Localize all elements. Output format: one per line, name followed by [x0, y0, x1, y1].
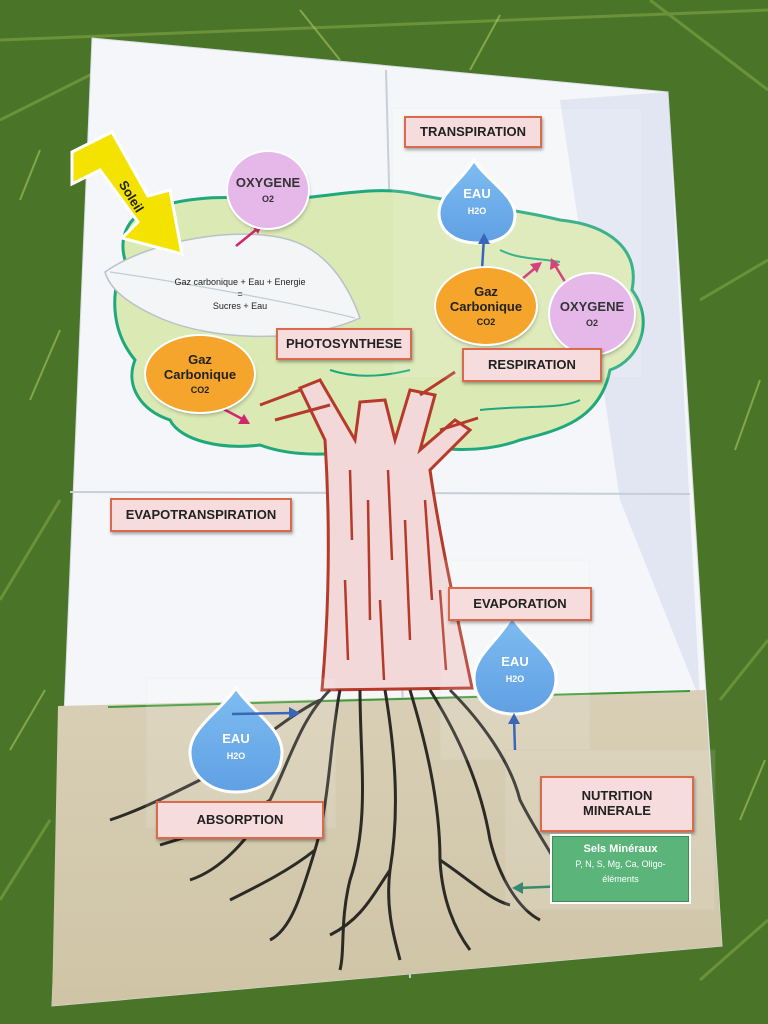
leaf-shape [104, 233, 361, 338]
oxygen-name: OXYGENE [559, 299, 625, 315]
oxygen-formula: O2 [585, 317, 598, 328]
oxygen-formula: O2 [261, 193, 274, 204]
leaf-vein [109, 271, 356, 319]
mineral-salts-title: Sels Minéraux [583, 843, 658, 855]
co2-formula: CO2 [476, 317, 496, 328]
branches [259, 370, 479, 432]
label-respiration: RESPIRATION [462, 348, 602, 382]
water-formula: H2O [467, 206, 487, 216]
tree-trunk [297, 378, 474, 692]
co2-bubble-left: Gaz Carbonique CO2 [146, 336, 254, 412]
oxygen-bubble-right: OXYGENE O2 [550, 274, 634, 354]
trunk-bark-lines [343, 469, 448, 681]
mineral-salts-line1: P, N, S, Mg, Ca, Oligo- [575, 859, 666, 869]
co2-name-line2: Carbonique [449, 298, 523, 314]
mineral-salts-card: Sels Minéraux P, N, S, Mg, Ca, Oligo- él… [552, 836, 689, 902]
label-absorption: ABSORPTION [156, 801, 324, 839]
water-drop-transpiration-icon [437, 157, 517, 245]
label-evapotranspiration: EVAPOTRANSPIRATION [110, 498, 292, 532]
label-nutrition-minerale: NUTRITION MINERALE [540, 776, 694, 832]
arrow-absorption-icon [231, 711, 295, 716]
co2-name-line1: Gaz [188, 351, 212, 367]
formula-line-1: Gaz carbonique + Eau + Energie [174, 277, 306, 287]
water-name: EAU [501, 654, 529, 669]
water-name: EAU [222, 731, 250, 746]
label-transpiration: TRANSPIRATION [404, 116, 542, 148]
water-name: EAU [463, 186, 491, 201]
drop-text-transpiration: EAU H2O [447, 186, 507, 216]
label-nutrition-line2: MINERALE [583, 803, 651, 818]
mineral-salts-line2: éléments [602, 874, 639, 885]
drop-text-absorption: EAU H2O [206, 731, 266, 761]
water-formula: H2O [505, 674, 525, 684]
sun-arrow-icon [70, 130, 184, 257]
drop-text-evaporation: EAU H2O [485, 654, 545, 684]
oxygen-name: OXYGENE [235, 175, 301, 191]
label-nutrition-line1: NUTRITION [581, 788, 653, 804]
oxygen-bubble-left: OXYGENE O2 [228, 152, 308, 228]
co2-formula: CO2 [190, 385, 210, 396]
co2-name-line1: Gaz [474, 283, 498, 299]
formula-line-3: Sucres + Eau [212, 301, 268, 312]
label-photosynthese: PHOTOSYNTHESE [276, 328, 412, 360]
co2-bubble-right: Gaz Carbonique CO2 [436, 268, 536, 344]
formula-line-2: = [237, 289, 243, 300]
co2-name-line2: Carbonique [163, 366, 237, 382]
photosynthesis-formula: Gaz carbonique + Eau + Energie = Sucres … [150, 276, 330, 312]
ground-line [107, 690, 691, 708]
arrows [211, 224, 572, 894]
water-formula: H2O [226, 751, 246, 761]
roots [109, 688, 562, 971]
label-evaporation: EVAPORATION [448, 587, 592, 621]
